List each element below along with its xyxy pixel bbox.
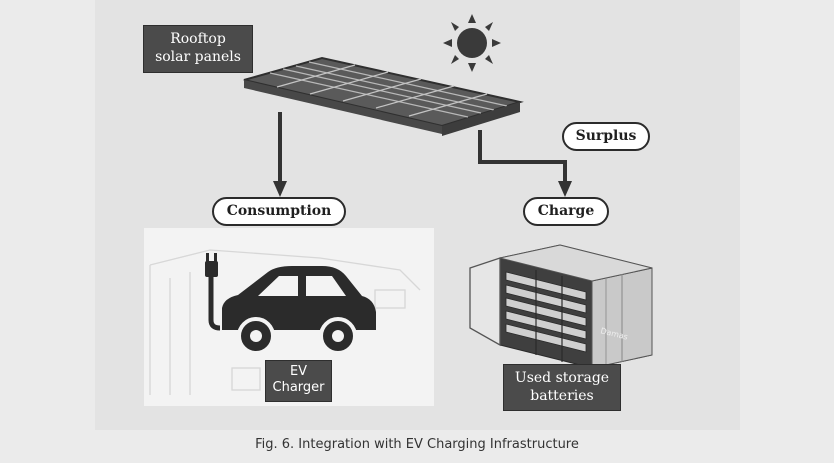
consumption-label: Consumption	[212, 197, 346, 226]
rooftop-label-line-1: Rooftop	[170, 31, 226, 47]
building-outline	[149, 249, 421, 395]
ev-charger-label: EV Charger	[265, 360, 332, 402]
battery-container: Damas	[469, 244, 653, 369]
charge-label: Charge	[523, 197, 609, 226]
rooftop-label-line-2: solar panels	[155, 49, 241, 65]
charge-arrow	[478, 130, 572, 197]
ev-label-line-1: EV	[289, 364, 308, 379]
figure-caption: Fig. 6. Integration with EV Charging Inf…	[255, 437, 579, 452]
ev-plug-icon	[205, 253, 221, 331]
used-storage-label: Used storage batteries	[503, 364, 621, 411]
surplus-label: Surplus	[562, 122, 650, 151]
consumption-arrow	[273, 112, 287, 197]
storage-label-line-2: batteries	[530, 388, 594, 404]
rooftop-solar-label: Rooftop solar panels	[143, 25, 253, 73]
sun-icon	[443, 14, 501, 72]
storage-label-line-1: Used storage	[514, 370, 610, 386]
ev-label-line-2: Charger	[272, 380, 325, 395]
electric-car-icon	[222, 266, 376, 355]
solar-panel-array	[243, 56, 524, 136]
